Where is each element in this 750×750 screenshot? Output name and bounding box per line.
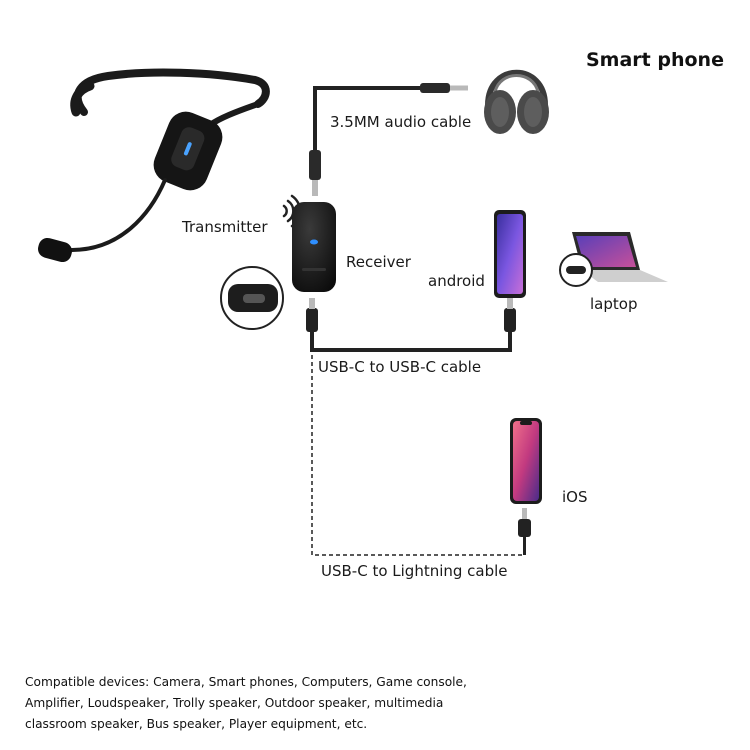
diagram-title: Smart phone (586, 49, 724, 71)
usbc-cable-label: USB-C to USB-C cable (318, 358, 482, 376)
receiver-label: Receiver (346, 253, 411, 271)
lightning-cable-label: USB-C to Lightning cable (321, 562, 508, 580)
ios-phone-icon (510, 418, 542, 504)
usbc-cable (306, 298, 516, 352)
android-label: android (428, 272, 485, 290)
headset-icon (38, 68, 270, 263)
receiver-device-icon (292, 202, 336, 292)
laptop-label: laptop (590, 295, 638, 313)
compatibility-note: Compatible devices: Camera, Smart phones… (25, 675, 467, 731)
audio-cable (309, 83, 468, 196)
transmitter-label: Transmitter (182, 218, 268, 236)
headphones-icon (484, 69, 549, 134)
usb-c-port-closeup (220, 266, 284, 330)
lightning-cable-path (311, 355, 525, 556)
audio-cable-label: 3.5MM audio cable (330, 113, 472, 131)
ios-label: iOS (562, 488, 588, 506)
laptop-icon (559, 232, 668, 287)
android-phone-icon (494, 210, 526, 298)
lightning-connector-icon (518, 508, 531, 555)
